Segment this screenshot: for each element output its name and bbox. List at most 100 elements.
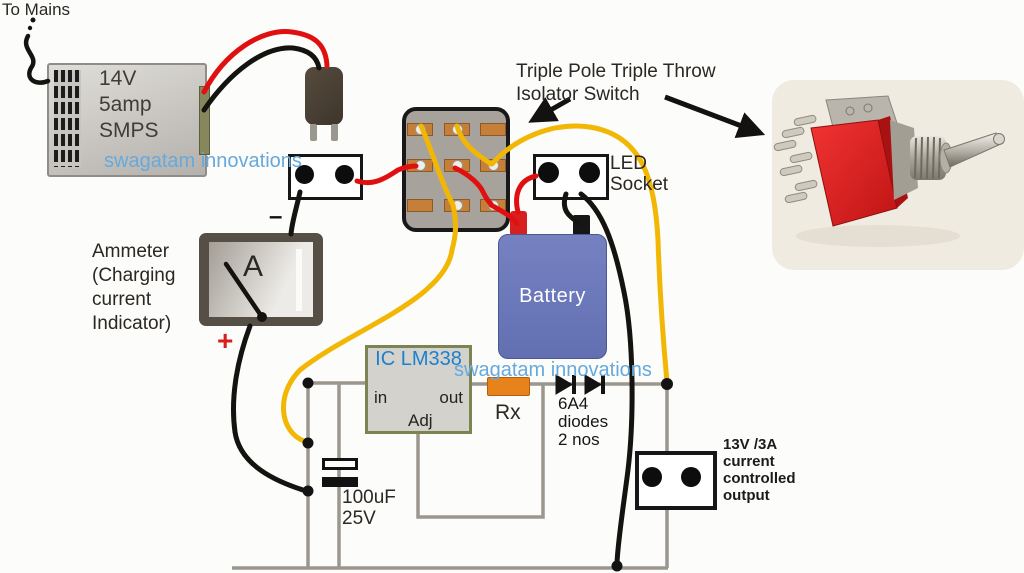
ammeter-needle: [223, 261, 265, 320]
arrow-to-switch-matrix: [528, 96, 572, 123]
diodes-label: 6A4 diodes 2 nos: [558, 395, 608, 449]
switch-plate-marking: [863, 103, 873, 113]
isolator-label-line1: Triple Pole Triple Throw: [516, 61, 716, 82]
capacitor-label: 100uF 25V: [342, 487, 396, 529]
output-socket-hole-left: [642, 467, 662, 487]
smps-current: 5amp: [99, 93, 152, 116]
switch-shadow: [796, 225, 960, 247]
smps-vent-grille: [54, 70, 81, 167]
input-socket: [288, 154, 363, 200]
led-socket-label: LED Socket: [610, 153, 668, 195]
junction-dot: [611, 560, 623, 572]
led-socket-hole-left: [538, 162, 559, 183]
red-wire-smps-to-plug: [201, 29, 330, 95]
led-label-line1: LED: [610, 153, 647, 174]
smps-voltage: 14V: [99, 67, 137, 90]
output-socket: [635, 451, 717, 510]
switch-pins: [773, 114, 818, 204]
black-wire-led-to-bus: [578, 191, 635, 566]
diode-1: [555, 374, 573, 395]
red-wire-led-socket-to-battery: [514, 173, 539, 215]
switch-lever-tip: [993, 133, 1005, 145]
black-wire-socket-to-ammeter: [288, 189, 303, 237]
isolator-switch-label: Triple Pole Triple Throw Isolator Switch: [516, 60, 716, 106]
to-mains-label: To Mains: [2, 0, 71, 19]
junction-dot: [302, 437, 314, 449]
ic-pin-adj: Adj: [408, 411, 433, 430]
led-socket-hole-right: [579, 162, 600, 183]
diodes-label-line2: diodes: [558, 412, 609, 431]
ammeter-label: Ammeter (Charging current Indicator): [92, 240, 175, 336]
output-label: 13V /3A current controlled output: [723, 436, 796, 504]
red-wire-switch-internal: [452, 165, 494, 207]
black-wire-ammeter-to-bus: [231, 323, 306, 493]
watermark-top: swagatam innovations: [104, 150, 302, 172]
arrow-to-toggle-switch: [664, 94, 766, 139]
junction-dot: [661, 378, 673, 390]
ic-lm338: IC LM338 in out Adj: [365, 345, 472, 434]
ammeter-glass-glint: [296, 249, 302, 311]
led-socket: [533, 154, 609, 200]
black-wire-smps-to-plug: [201, 45, 322, 113]
switch-body-front: [810, 119, 898, 227]
red-wire-socket-to-switch: [354, 163, 419, 186]
ic-title-line1: IC: [375, 348, 396, 370]
output-socket-hole-right: [681, 467, 701, 487]
switch-pad: [480, 123, 506, 136]
ammeter-minus-sign: –: [269, 203, 283, 230]
capacitor-plate-top: [322, 458, 358, 470]
rx-label: Rx: [495, 401, 521, 424]
isolator-label-line2: Isolator Switch: [516, 84, 640, 105]
smps-label: 14V 5amp SMPS: [99, 66, 159, 144]
input-socket-hole-right: [335, 165, 354, 184]
plug-prong-left: [310, 124, 317, 141]
diodes-label-line1: 6A4: [558, 394, 589, 413]
mains-wire-dot: [27, 25, 33, 31]
capacitor-plate-bottom: [322, 477, 358, 487]
output-label-line4: output: [723, 487, 770, 504]
capacitor-voltage: 25V: [342, 508, 376, 529]
output-label-line1: 13V /3A: [723, 436, 778, 453]
ic-pin-in: in: [374, 388, 388, 407]
switch-plate-marking: [845, 106, 855, 116]
battery: Battery: [498, 234, 607, 359]
led-label-line2: Socket: [610, 174, 669, 195]
ammeter-plus-sign: +: [217, 325, 234, 356]
ic-title: IC LM338: [368, 349, 469, 370]
switch-pad: [407, 199, 433, 212]
input-socket-hole-left: [295, 165, 314, 184]
ammeter-label-line1: Ammeter: [92, 241, 170, 262]
ic-pin-out: out: [439, 388, 463, 407]
mains-wire-dot: [30, 17, 36, 23]
yellow-wire-switch-to-ic-input: [281, 123, 458, 444]
ammeter-unit-symbol: A: [243, 250, 264, 283]
ammeter-label-line4: Indicator): [92, 313, 172, 334]
ammeter-needle-pivot: [257, 312, 267, 322]
black-wire-led-to-battery: [562, 191, 582, 226]
output-label-line2: current: [723, 453, 775, 470]
red-wire-switch-to-battery: [488, 202, 520, 227]
ammeter-label-line2: (Charging: [92, 265, 176, 286]
ic-title-line2: LM338: [400, 348, 462, 370]
watermark-mid: swagatam innovations: [454, 359, 652, 381]
diodes-label-line3: 2 nos: [558, 430, 600, 449]
switch-pad: [407, 159, 433, 172]
mains-wire: [23, 33, 51, 85]
junction-dot: [302, 485, 314, 497]
battery-label: Battery: [519, 285, 586, 307]
resistor-rx: [487, 377, 530, 396]
smps-type: SMPS: [99, 119, 159, 142]
diode-2: [584, 374, 602, 395]
yellow-wire-switch-to-output: [489, 123, 670, 385]
output-label-line3: controlled: [723, 470, 796, 487]
ammeter-face: [209, 242, 313, 317]
ammeter-label-line3: current: [92, 289, 152, 310]
dc-plug: [305, 67, 343, 125]
junction-dot: [302, 377, 314, 389]
diode-symbols: [555, 374, 605, 395]
capacitor-value: 100uF: [342, 487, 396, 508]
wire-adj-feedback-loop: [416, 384, 545, 519]
